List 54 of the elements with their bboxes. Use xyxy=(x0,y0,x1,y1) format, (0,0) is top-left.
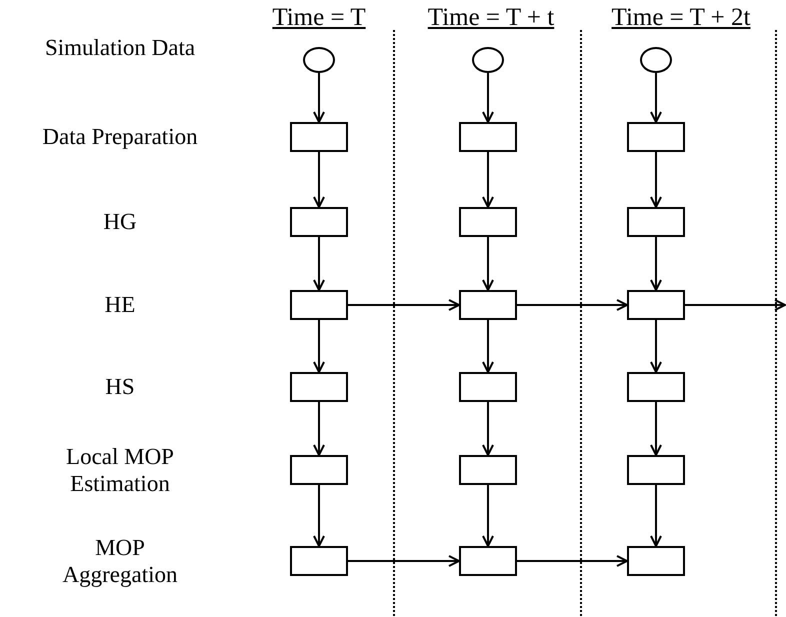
row-label: Simulation Data xyxy=(44,34,196,61)
process-box xyxy=(290,372,348,402)
arrow xyxy=(482,485,494,547)
arrow xyxy=(313,152,325,208)
process-box xyxy=(627,455,685,485)
arrow xyxy=(650,485,662,547)
arrow xyxy=(313,320,325,373)
row-label: HE xyxy=(104,291,136,318)
process-box xyxy=(459,372,517,402)
arrow xyxy=(482,152,494,208)
arrow xyxy=(313,237,325,291)
process-box xyxy=(627,122,685,152)
process-box xyxy=(459,546,517,576)
arrow xyxy=(482,73,494,123)
process-box xyxy=(627,372,685,402)
row-label: HG xyxy=(102,208,138,235)
start-circle xyxy=(472,47,504,73)
process-box xyxy=(459,455,517,485)
column-header: Time = T xyxy=(271,4,367,31)
row-label: Local MOP Estimation xyxy=(65,443,175,497)
process-box xyxy=(627,546,685,576)
process-box xyxy=(290,290,348,320)
arrow xyxy=(313,73,325,123)
start-circle xyxy=(303,47,335,73)
row-label: HS xyxy=(104,373,136,400)
arrow xyxy=(313,485,325,547)
arrow xyxy=(650,237,662,291)
column-header: Time = T + t xyxy=(426,4,556,31)
arrow xyxy=(482,402,494,456)
process-box xyxy=(290,207,348,237)
arrow xyxy=(313,402,325,456)
start-circle xyxy=(640,47,672,73)
arrow xyxy=(685,299,786,311)
process-box xyxy=(627,207,685,237)
process-box xyxy=(290,122,348,152)
process-box xyxy=(627,290,685,320)
arrow xyxy=(348,299,460,311)
arrow xyxy=(650,402,662,456)
arrow xyxy=(517,299,628,311)
process-box xyxy=(290,455,348,485)
process-box xyxy=(290,546,348,576)
arrow xyxy=(348,555,460,567)
arrow xyxy=(482,320,494,373)
arrow xyxy=(517,555,628,567)
process-box xyxy=(459,290,517,320)
arrow xyxy=(650,152,662,208)
row-label: Data Preparation xyxy=(41,123,199,150)
arrow xyxy=(650,320,662,373)
row-label: MOP Aggregation xyxy=(62,534,178,588)
column-header: Time = T + 2t xyxy=(610,4,752,31)
process-box xyxy=(459,207,517,237)
process-box xyxy=(459,122,517,152)
arrow xyxy=(650,73,662,123)
arrow xyxy=(482,237,494,291)
